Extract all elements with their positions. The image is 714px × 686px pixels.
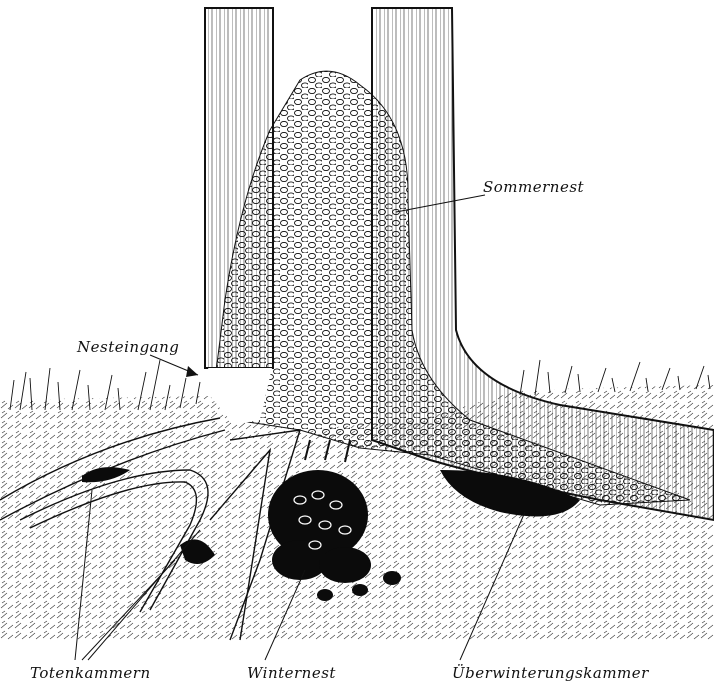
label-nesteingang: Nesteingang xyxy=(77,338,179,356)
label-winternest: Winternest xyxy=(247,664,336,682)
label-totenkammern: Totenkammern xyxy=(30,664,151,682)
label-ueberwinterungskammer: Überwinterungskammer xyxy=(452,664,649,682)
label-sommernest: Sommernest xyxy=(483,178,584,196)
arrow-head xyxy=(186,366,198,377)
